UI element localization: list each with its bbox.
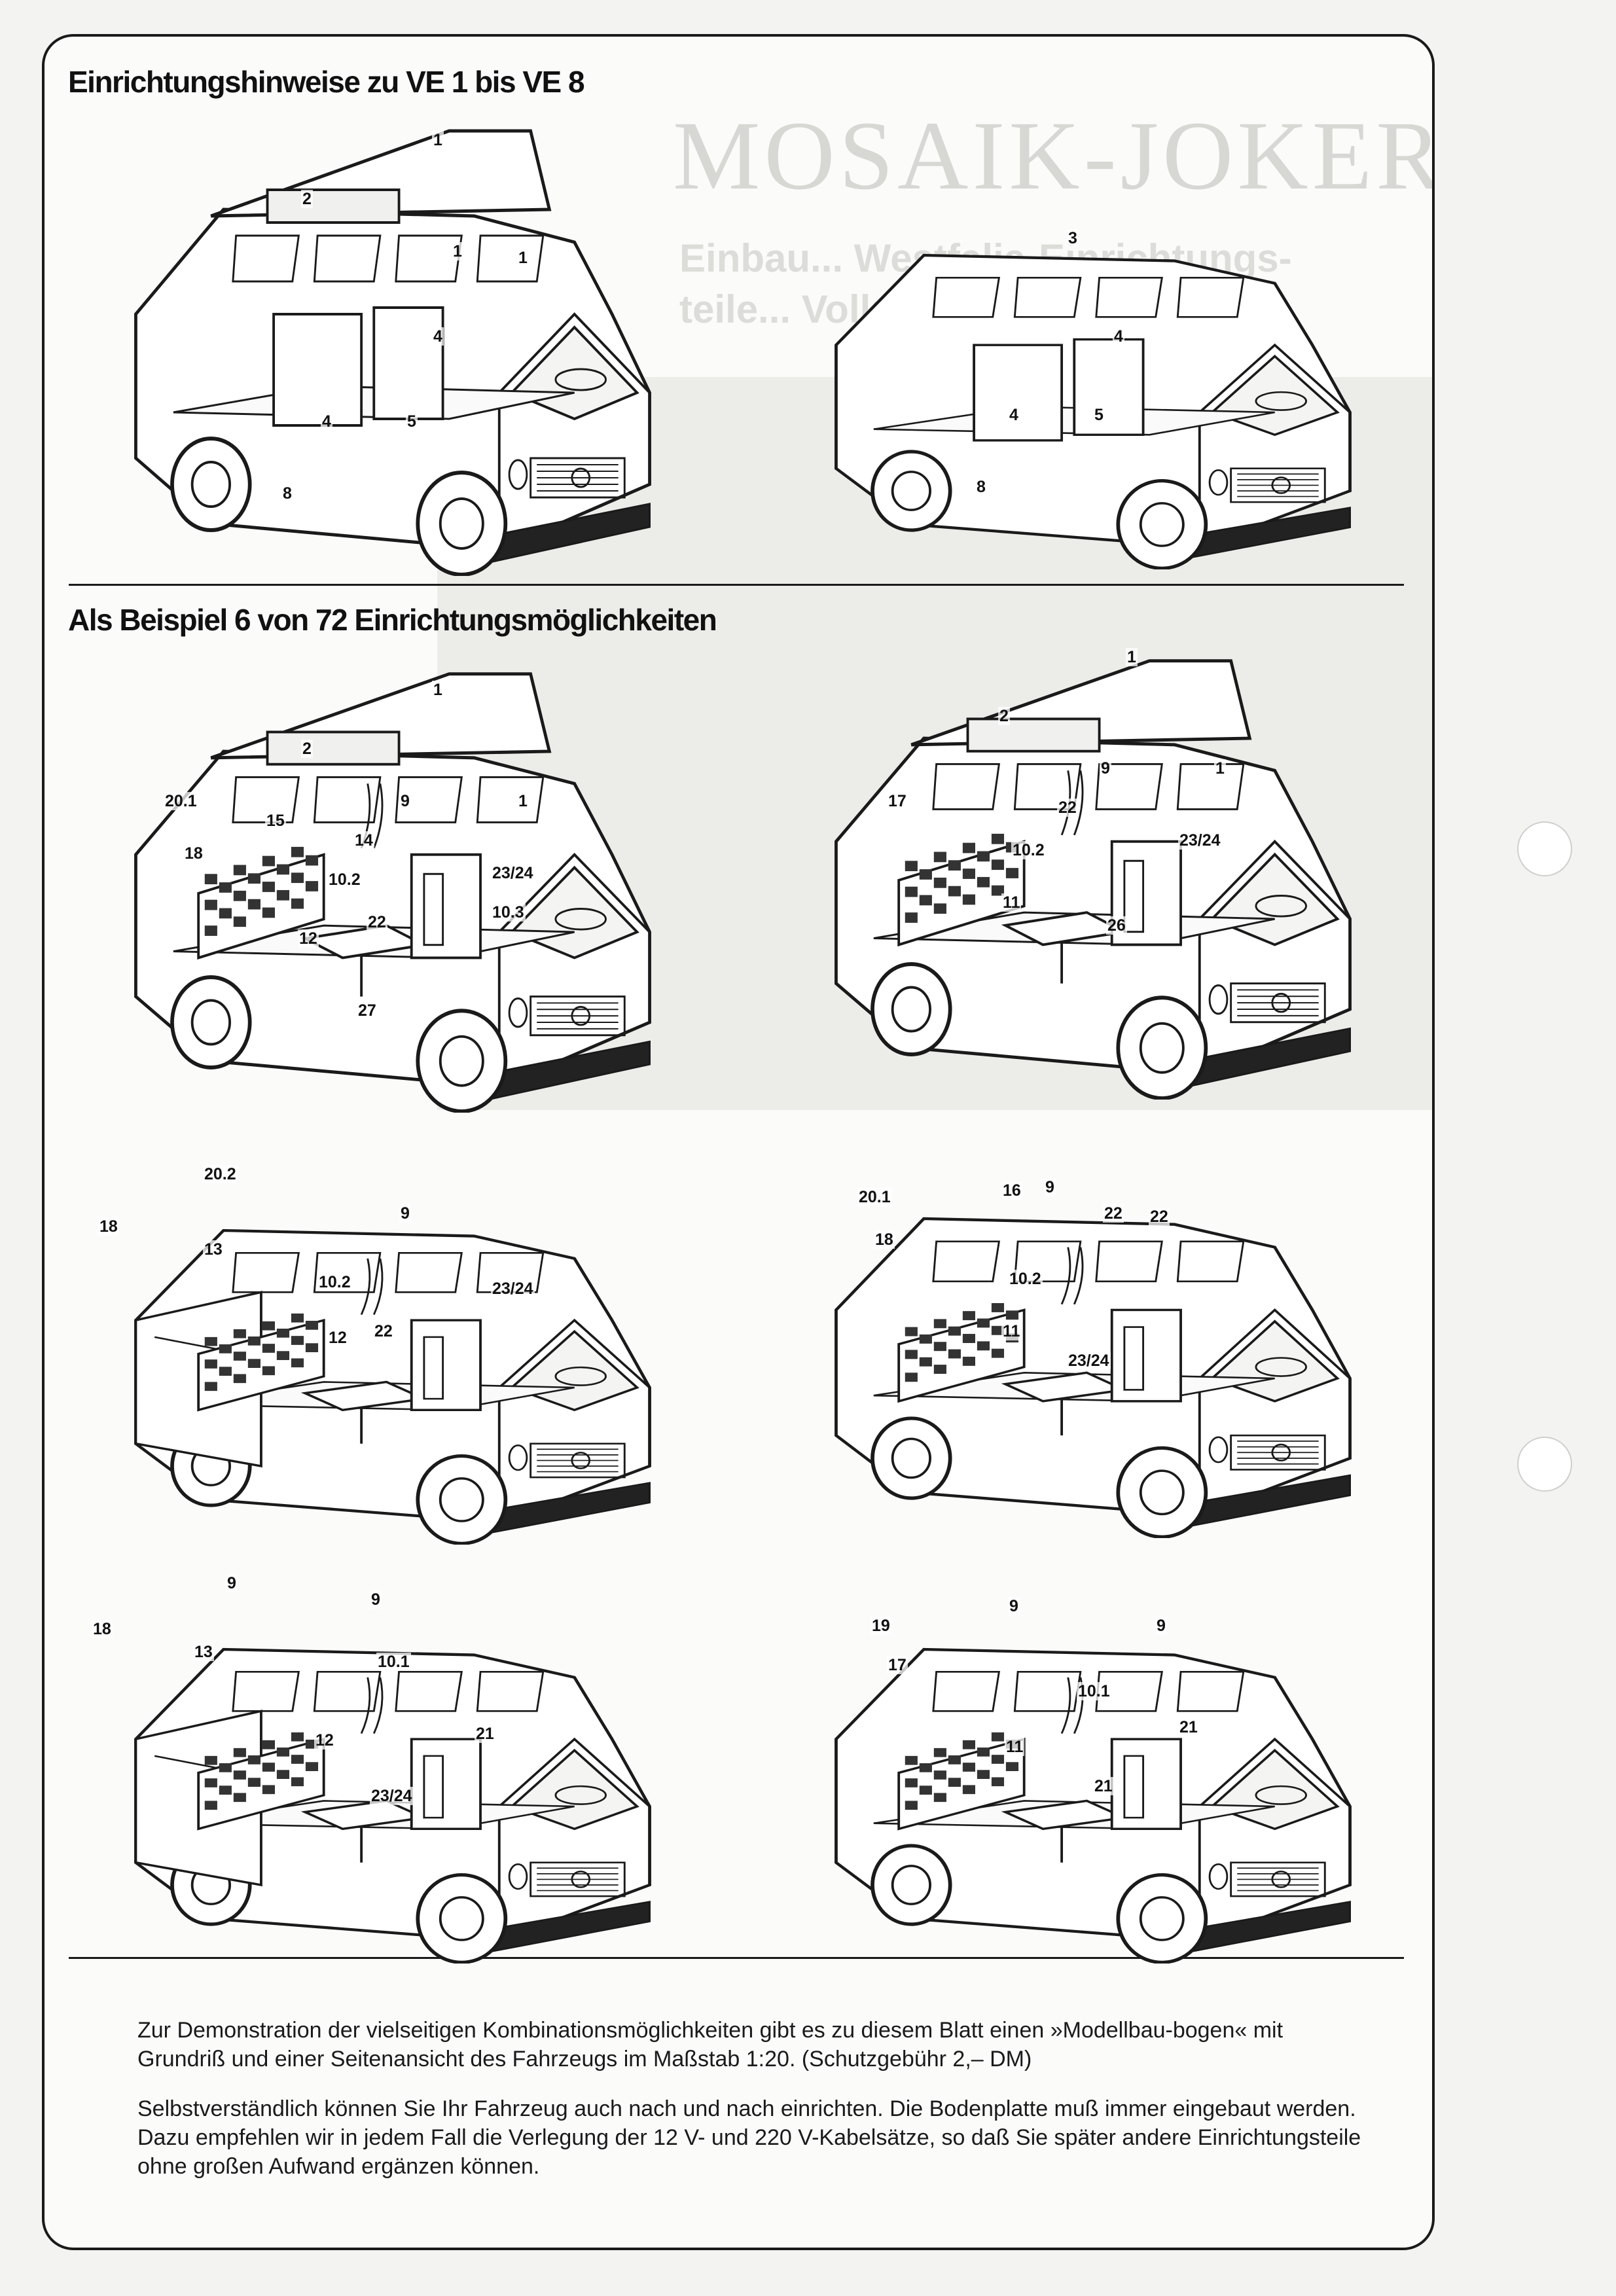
part-number-label: 22 <box>1149 1208 1170 1226</box>
show-through-title: MOSAIK-JOKER <box>673 101 1435 210</box>
part-number-label: 22 <box>1057 798 1078 817</box>
part-number-label: 22 <box>1103 1204 1124 1223</box>
part-number-label: 2 <box>301 190 313 208</box>
part-number-label: 10.1 <box>376 1653 411 1671</box>
part-number-label: 11 <box>1001 1322 1022 1340</box>
part-number-label: 12 <box>298 929 319 948</box>
part-number-label: 18 <box>874 1230 895 1249</box>
binder-hole-top <box>1517 821 1572 876</box>
section-divider-2 <box>69 1957 1404 1959</box>
part-number-label: 23/24 <box>1067 1352 1111 1370</box>
van-illustration-1 <box>98 118 687 576</box>
part-number-label: 1 <box>432 681 444 699</box>
part-number-label: 20.2 <box>203 1165 238 1183</box>
part-number-label: 12 <box>327 1329 348 1347</box>
part-number-label: 9 <box>1100 759 1111 778</box>
part-number-label: 23/24 <box>370 1787 414 1805</box>
part-number-label: 14 <box>353 831 374 850</box>
part-number-label: 9 <box>1155 1617 1167 1635</box>
part-number-label: 5 <box>406 412 418 431</box>
part-number-label: 4 <box>321 412 332 431</box>
part-number-label: 21 <box>475 1725 495 1743</box>
part-number-label: 21 <box>1093 1777 1114 1795</box>
part-number-label: 1 <box>517 249 529 267</box>
van-illustration-7 <box>98 1571 687 1964</box>
part-number-label: 9 <box>1008 1597 1020 1615</box>
part-number-label: 1 <box>1126 648 1138 666</box>
part-number-label: 9 <box>226 1574 238 1592</box>
part-number-label: 11 <box>1001 893 1022 912</box>
part-number-label: 13 <box>203 1240 224 1259</box>
part-number-label: 21 <box>1178 1718 1199 1736</box>
part-number-label: 8 <box>281 484 293 503</box>
footer-paragraph-einrichten: Selbstverständlich können Sie Ihr Fahrze… <box>137 2096 1361 2179</box>
part-number-label: 10.3 <box>491 903 526 922</box>
part-number-label: 15 <box>265 812 286 830</box>
part-number-label: 22 <box>373 1322 394 1340</box>
part-number-label: 23/24 <box>491 1280 535 1298</box>
heading-ve-hints: Einrichtungshinweise zu VE 1 bis VE 8 <box>68 65 585 99</box>
part-number-label: 4 <box>1113 327 1124 346</box>
part-number-label: 1 <box>517 792 529 810</box>
part-number-label: 10.2 <box>1011 841 1046 859</box>
part-number-label: 20.1 <box>857 1188 892 1206</box>
part-number-label: 9 <box>399 792 411 810</box>
part-number-label: 19 <box>871 1617 891 1635</box>
part-number-label: 1 <box>432 131 444 149</box>
part-number-label: 10.1 <box>1077 1682 1111 1700</box>
part-number-label: 18 <box>183 844 204 863</box>
part-number-label: 10.2 <box>317 1273 352 1291</box>
part-number-label: 23/24 <box>491 864 535 882</box>
part-number-label: 26 <box>1106 916 1127 935</box>
part-number-label: 17 <box>887 1656 908 1674</box>
part-number-label: 18 <box>98 1217 119 1236</box>
part-number-label: 18 <box>92 1620 113 1638</box>
van-illustration-2 <box>799 177 1388 569</box>
part-number-label: 1 <box>452 242 463 260</box>
part-number-label: 22 <box>367 913 387 931</box>
part-number-label: 10.2 <box>327 870 362 889</box>
part-number-label: 3 <box>1067 229 1079 247</box>
van-illustration-3 <box>98 661 687 1113</box>
van-illustration-4 <box>799 648 1388 1100</box>
part-number-label: 13 <box>193 1643 214 1661</box>
part-number-label: 9 <box>1044 1178 1056 1196</box>
part-number-label: 4 <box>1008 406 1020 424</box>
part-number-label: 11 <box>1005 1738 1025 1756</box>
heading-examples: Als Beispiel 6 von 72 Einrichtungsmöglic… <box>68 603 717 637</box>
part-number-label: 4 <box>432 327 444 346</box>
part-number-label: 9 <box>399 1204 411 1223</box>
part-number-label: 2 <box>998 707 1010 725</box>
footer-paragraph-modellbaubogen: Zur Demonstration der vielseitigen Kombi… <box>137 2018 1284 2072</box>
van-illustration-5 <box>98 1152 687 1545</box>
section-divider-1 <box>69 584 1404 586</box>
van-illustration-8 <box>799 1571 1388 1964</box>
part-number-label: 12 <box>314 1731 335 1749</box>
part-number-label: 9 <box>370 1590 382 1609</box>
part-number-label: 27 <box>357 1001 378 1020</box>
part-number-label: 1 <box>1214 759 1226 778</box>
part-number-label: 8 <box>975 478 987 496</box>
part-number-label: 10.2 <box>1008 1270 1043 1288</box>
binder-hole-bottom <box>1517 1437 1572 1492</box>
part-number-label: 5 <box>1093 406 1105 424</box>
part-number-label: 2 <box>301 740 313 758</box>
part-number-label: 23/24 <box>1178 831 1222 850</box>
part-number-label: 17 <box>887 792 908 810</box>
part-number-label: 20.1 <box>164 792 198 810</box>
part-number-label: 16 <box>1001 1181 1022 1200</box>
